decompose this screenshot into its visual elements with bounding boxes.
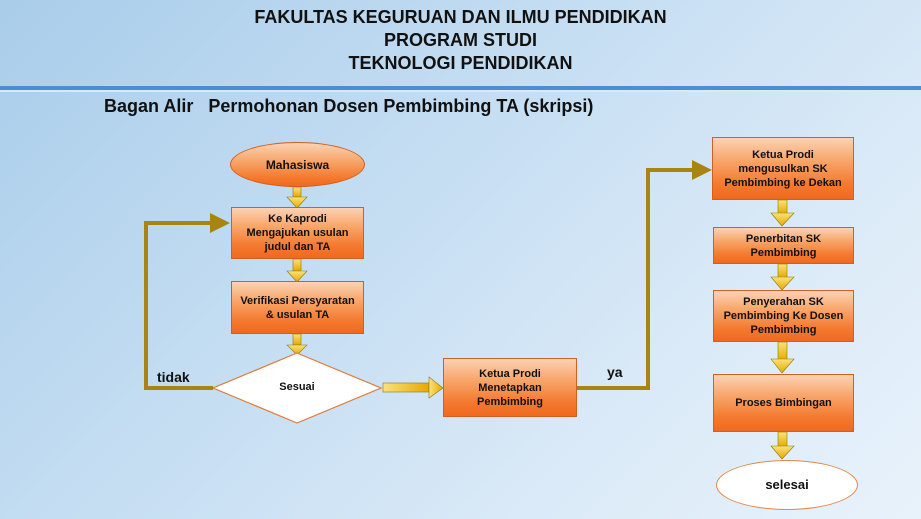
arrow-proses-to-selesai	[770, 431, 795, 460]
diagram-title: Bagan Alir Permohonan Dosen Pembimbing T…	[104, 96, 594, 116]
header-department: TEKNOLOGI PENDIDIKAN	[348, 53, 573, 73]
node-mengusulkan: Ketua Prodi mengusulkan SK Pembimbing ke…	[712, 137, 854, 200]
node-sesuai-label: Sesuai	[279, 381, 315, 393]
node-penerbitan: Penerbitan SK Pembimbing	[713, 227, 854, 264]
header: FAKULTAS KEGURUAN DAN ILMU PENDIDIKAN PR…	[0, 0, 921, 86]
edge-label-tidak: tidak	[157, 369, 190, 385]
arrow-sesuai-to-menetapkan	[382, 376, 444, 399]
node-selesai: selesai	[716, 460, 858, 510]
arrow-verifikasi-to-sesuai	[286, 333, 308, 356]
arrow-kaprodi-to-verifikasi	[286, 258, 308, 283]
edge-label-ya: ya	[607, 364, 623, 380]
arrow-mengusulkan-to-penerbitan	[770, 199, 795, 227]
node-verifikasi: Verifikasi Persyaratan & usulan TA	[231, 281, 364, 334]
header-rule-light	[0, 90, 921, 92]
node-ke-kaprodi: Ke Kaprodi Mengajukan usulan judul dan T…	[231, 207, 364, 259]
header-rule	[0, 86, 921, 90]
connector-ya	[577, 160, 712, 390]
connector-tidak-loop	[144, 213, 230, 390]
arrow-penerbitan-to-penyerahan	[770, 263, 795, 291]
node-proses-bimbingan: Proses Bimbingan	[713, 374, 854, 432]
arrow-mahasiswa-to-kaprodi	[286, 186, 308, 209]
decision-diamond	[211, 352, 383, 424]
node-penyerahan: Penyerahan SK Pembimbing Ke Dosen Pembim…	[713, 290, 854, 342]
header-faculty: FAKULTAS KEGURUAN DAN ILMU PENDIDIKAN	[254, 7, 667, 27]
node-menetapkan: Ketua Prodi Menetapkan Pembimbing	[443, 358, 577, 417]
header-program: PROGRAM STUDI	[384, 30, 537, 50]
arrow-penyerahan-to-proses	[770, 341, 795, 374]
node-mahasiswa: Mahasiswa	[230, 142, 365, 187]
